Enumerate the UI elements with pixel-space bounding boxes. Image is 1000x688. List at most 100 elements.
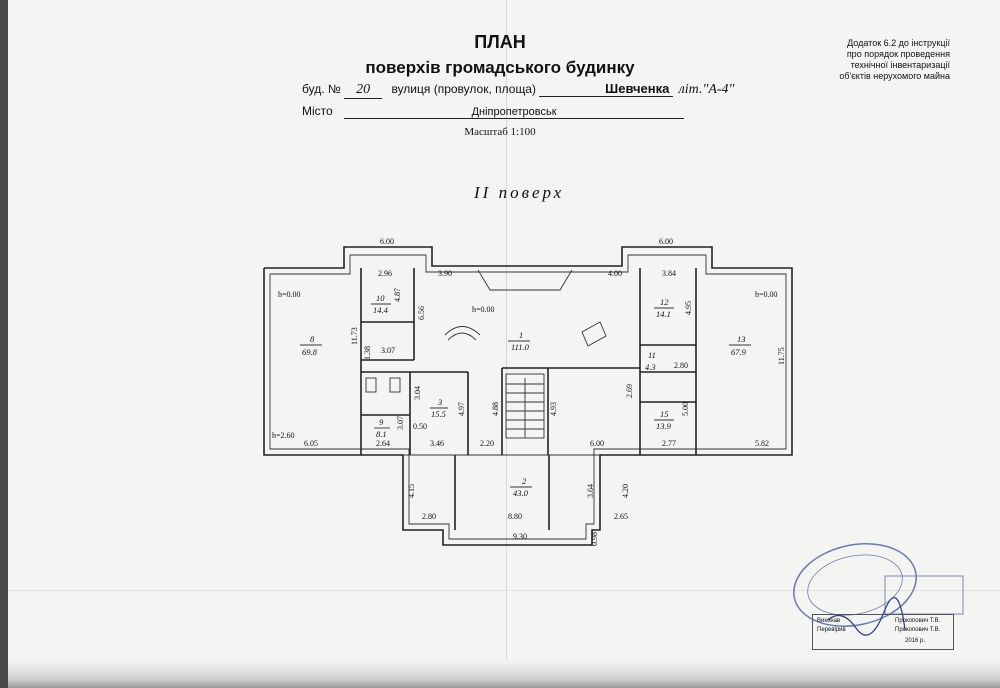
room-number: 15 (660, 409, 669, 419)
building-letter: літ."А-4" (678, 82, 735, 97)
height-mark: h=2.60 (272, 431, 295, 440)
city-row: Місто Дніпропетровськ (302, 104, 685, 119)
dim: 11.75 (777, 347, 786, 365)
room-area: 4.3 (645, 362, 656, 372)
interior-walls (360, 268, 697, 530)
room-number: 2 (522, 476, 527, 486)
dim: 6.00 (590, 439, 604, 448)
room-labels: 1 111.0 2 43.0 3 15.5 8 69.8 9 8.1 10 14… (300, 293, 751, 498)
entry-bay (477, 269, 573, 291)
room-area: 8.1 (376, 429, 387, 439)
curved-stair (444, 326, 481, 336)
building-label: буд. № (302, 82, 341, 96)
room-number: 1 (519, 330, 523, 340)
street-name: Шевченка (539, 81, 674, 97)
dim: 3.07 (381, 346, 395, 355)
dim: 4.93 (549, 402, 558, 416)
dim: 3.64 (586, 484, 595, 498)
dim: 0.98 (590, 532, 599, 546)
room-number: 8 (310, 334, 315, 344)
dim: 6.05 (304, 439, 318, 448)
room-area: 14.4 (373, 305, 389, 315)
room-number: 11 (648, 350, 656, 360)
street-label: вулиця (провулок, площа) (391, 82, 536, 96)
dim-top-left-wing: 6.00 (380, 237, 394, 246)
staircase (505, 373, 545, 439)
dim: 2.65 (614, 512, 628, 521)
room-number: 12 (660, 297, 669, 307)
dim: 2.96 (378, 269, 392, 278)
dim: 4.00 (608, 269, 622, 278)
document-subtitle: поверхів громадського будинку (365, 58, 635, 77)
toilet (365, 377, 377, 393)
room-number: 3 (437, 397, 442, 407)
dim: 2.69 (625, 384, 634, 398)
dim: 4.97 (457, 402, 466, 416)
dim: 4.95 (684, 301, 693, 315)
room-number: 10 (376, 293, 385, 303)
approval-stamp-table: Виконав Прокопович Т.В. Перевірив Прокоп… (812, 614, 954, 650)
curved-stair-inner (447, 332, 477, 341)
outer-walls (263, 246, 793, 546)
appendix-note: Додаток 6.2 до інструкції про порядок пр… (839, 38, 950, 82)
dim: 3.90 (438, 269, 452, 278)
scale-label: Масштаб 1:100 (464, 126, 536, 138)
stamp-name: Прокопович Т.В. (895, 627, 941, 633)
dim: 2.20 (480, 439, 494, 448)
stamp-year: 2016 р. (905, 638, 926, 644)
stamp-label: Перевірив (817, 627, 846, 633)
room-number: 9 (379, 417, 384, 427)
room-number: 13 (737, 334, 746, 344)
dim: 0.50 (413, 422, 427, 431)
dim: 3.46 (430, 439, 444, 448)
dim: 4.15 (407, 484, 416, 498)
dim: 3.07 (396, 416, 405, 430)
dim: 2.64 (376, 439, 390, 448)
dim: 9.30 (513, 532, 527, 541)
dim: 4.20 (621, 484, 630, 498)
dim: 4.88 (491, 402, 500, 416)
appendix-line: технічної інвентаризації (850, 60, 950, 70)
dim: 5.82 (755, 439, 769, 448)
dim: 3.84 (662, 269, 676, 278)
room-area: 43.0 (513, 488, 529, 498)
city-label: Місто (302, 104, 333, 118)
official-stamp (793, 543, 964, 636)
room-area: 111.0 (511, 342, 530, 352)
room-area: 15.5 (431, 409, 446, 419)
dim: 2.77 (662, 439, 676, 448)
height-mark: h=0.00 (278, 290, 301, 299)
room-area: 13.9 (656, 421, 672, 431)
appendix-line: Додаток 6.2 до інструкції (847, 38, 950, 48)
dim: 3.04 (413, 386, 422, 400)
document-title: ПЛАН (474, 32, 526, 52)
paper-fold-line-horizontal (8, 590, 1000, 591)
dimension-labels: 6.00 6.00 2.96 3.90 4.00 3.84 4.87 6.56 … (272, 237, 786, 546)
building-number: 20 (344, 82, 383, 99)
paper-fold-line (506, 0, 507, 688)
dim: 2.80 (674, 361, 688, 370)
stamp-name: Прокопович Т.В. (895, 618, 941, 624)
dim: 6.56 (417, 306, 426, 320)
height-mark: h=0.00 (472, 305, 495, 314)
room-area: 67.9 (731, 347, 747, 357)
room-area: 69.8 (302, 347, 318, 357)
dim: 4.87 (393, 288, 402, 302)
address-row: буд. № 20 вулиця (провулок, площа) Шевче… (302, 81, 734, 99)
stamp-label: Виконав (817, 618, 841, 624)
dim: 5.00 (681, 402, 690, 416)
room-area: 14.1 (656, 309, 671, 319)
toilet (389, 377, 401, 393)
floor-title: II поверх (474, 183, 565, 202)
paper-bottom-edge (8, 660, 1000, 688)
document-sheet (8, 0, 1000, 688)
height-mark: h=0.00 (755, 290, 778, 299)
dim: 8.80 (508, 512, 522, 521)
appendix-line: про порядок проведення (846, 49, 950, 59)
dim: 2.80 (422, 512, 436, 521)
city-name: Дніпропетровськ (344, 106, 685, 119)
dim: 11.73 (350, 327, 359, 345)
dim-top-right-wing: 6.00 (659, 237, 673, 246)
spiral-stair (581, 321, 607, 347)
